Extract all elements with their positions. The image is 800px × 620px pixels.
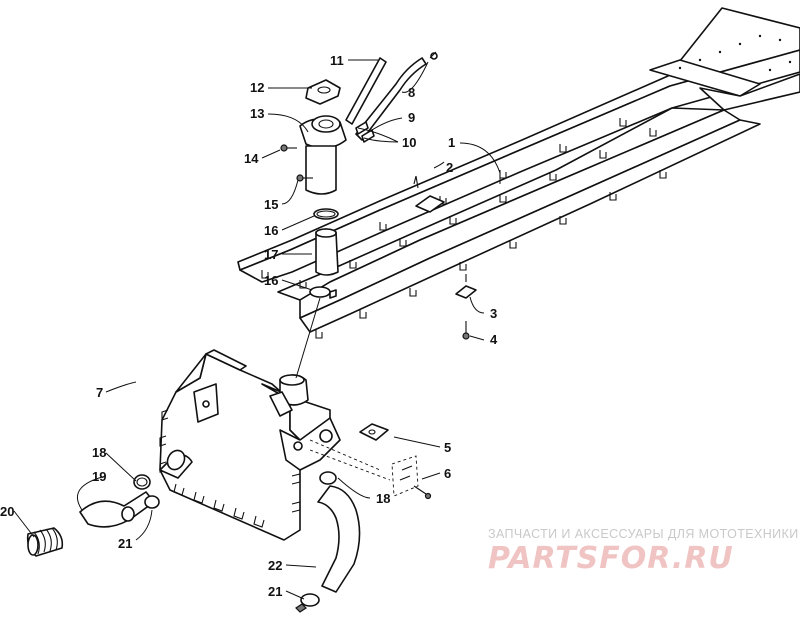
vent-hose — [355, 57, 427, 141]
callout-18-right: 18 — [376, 491, 390, 506]
callout-4: 4 — [490, 332, 498, 347]
bracket-3 — [455, 285, 477, 299]
callout-21-bottom: 21 — [268, 584, 282, 599]
callout-21-left: 21 — [118, 536, 132, 551]
callout-15: 15 — [264, 197, 278, 212]
elbow-hose — [79, 491, 155, 528]
callout-16-lower: 16 — [264, 273, 278, 288]
hose-clamp-lower — [309, 286, 331, 298]
callout-19: 19 — [92, 469, 106, 484]
callout-11: 11 — [330, 53, 344, 68]
hose-clamp-21-bottom — [300, 593, 320, 607]
rail-brackets — [413, 175, 477, 340]
cap-plate — [305, 79, 341, 105]
callout-17: 17 — [264, 247, 278, 262]
bracket-5 — [359, 423, 389, 441]
callout-20: 20 — [0, 504, 14, 519]
filler-neck-assembly — [280, 51, 438, 195]
lower-hose-group — [295, 471, 361, 613]
callout-10: 10 — [402, 135, 416, 150]
callout-labels: 1 2 3 4 5 6 7 8 9 10 11 12 13 14 15 16 1… — [0, 53, 498, 599]
overflow-tube — [345, 57, 387, 125]
callout-16-upper: 16 — [264, 223, 278, 238]
hose-clamp-21-left — [144, 495, 160, 509]
callout-13: 13 — [250, 106, 264, 121]
watermark: ЗАПЧАСТИ И АКСЕССУАРЫ ДЛЯ МОТОТЕХНИКИ PA… — [488, 527, 799, 576]
bracket-2 — [415, 195, 445, 213]
callout-1: 1 — [448, 135, 455, 150]
screw-4 — [462, 332, 470, 340]
callout-8: 8 — [408, 85, 415, 100]
callout-22: 22 — [268, 558, 282, 573]
callout-18-left: 18 — [92, 445, 106, 460]
callout-5: 5 — [444, 440, 451, 455]
hose-clamp-18-left — [133, 474, 151, 490]
callout-3: 3 — [490, 306, 497, 321]
callout-2: 2 — [446, 160, 453, 175]
hose-clamp-18-right — [319, 471, 337, 485]
callout-14: 14 — [244, 151, 259, 166]
callout-6: 6 — [444, 466, 451, 481]
callout-7: 7 — [96, 385, 103, 400]
leader-lines — [13, 59, 501, 600]
watermark-logo: PARTSFOR.RU — [488, 541, 734, 576]
left-hose-group — [26, 474, 160, 557]
lower-brackets — [359, 423, 432, 500]
callout-9: 9 — [408, 110, 415, 125]
coupler-hose-group — [295, 208, 339, 379]
heat-exchanger-rails — [237, 7, 800, 339]
front-heat-exchanger — [159, 349, 391, 541]
callout-12: 12 — [250, 80, 264, 95]
watermark-tagline: ЗАПЧАСТИ И АКСЕССУАРЫ ДЛЯ МОТОТЕХНИКИ — [488, 527, 799, 541]
radiator-hose — [317, 485, 361, 593]
